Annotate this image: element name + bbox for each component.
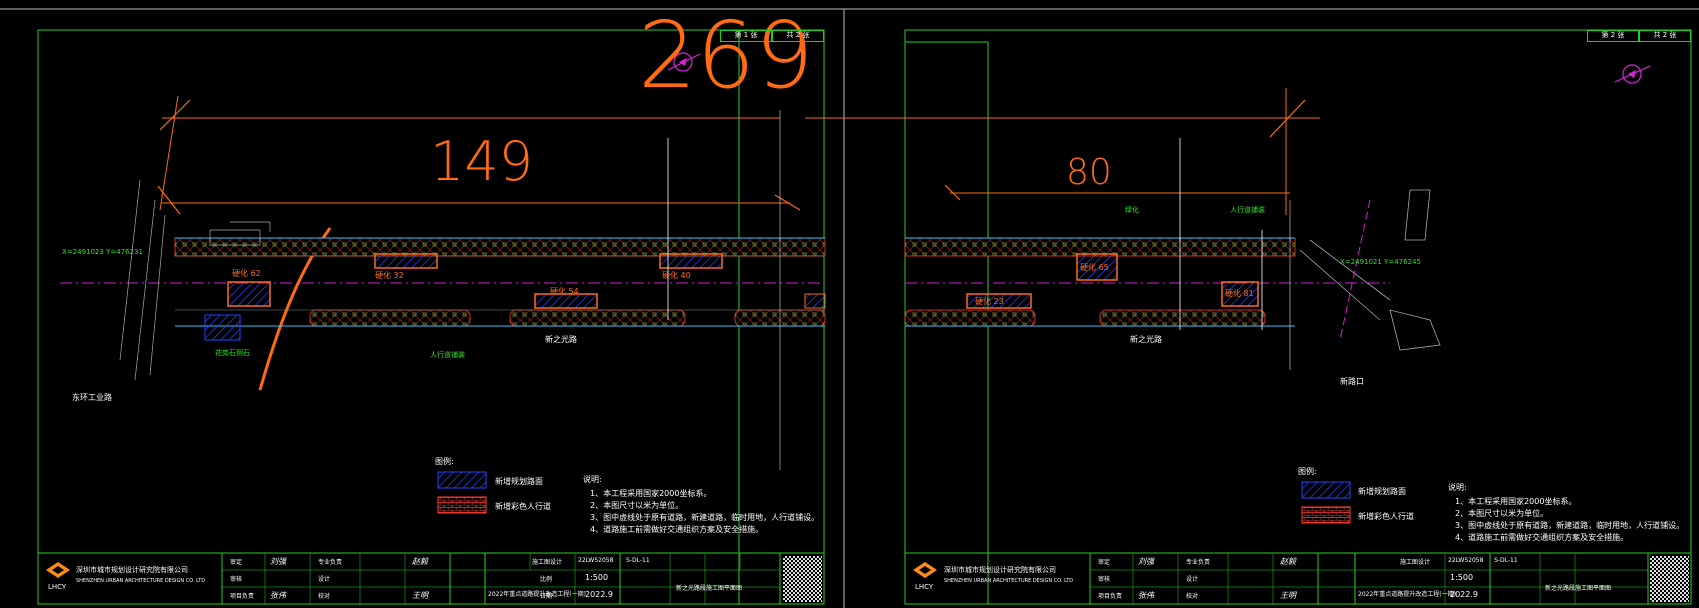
- role-label: 校对: [1186, 593, 1199, 600]
- legend-item: 新增彩色人行道: [495, 502, 551, 511]
- sheet-number: 第 1 张: [720, 30, 772, 42]
- plot-label: 硬化 23: [975, 297, 1004, 306]
- plot-label: 硬化 54: [550, 287, 579, 296]
- road-label: 东环工业路: [72, 393, 112, 402]
- sheet-2: [805, 29, 1692, 605]
- stage: 施工图设计: [1400, 559, 1431, 566]
- coordinate-label: X=2491021 Y=476245: [1340, 258, 1421, 266]
- project-name: 2022年重点道路提升改造工程(一期): [1358, 591, 1456, 598]
- project-name: 2022年重点道路提升改造工程(一期): [488, 591, 586, 598]
- sheet-total: 共 2 张: [772, 30, 824, 42]
- legend-title: 图例:: [1298, 467, 1317, 476]
- notes-title: 说明:: [1448, 483, 1467, 492]
- drawing-title: 新之光路段施工图平面图: [1545, 585, 1612, 592]
- sheet-number: 第 2 张: [1587, 30, 1639, 42]
- date-value: 2022.9: [1450, 590, 1478, 599]
- signature: 王明: [412, 591, 428, 600]
- note-line: 1、本工程采用国家2000坐标系。: [590, 489, 712, 498]
- legend-title: 图例:: [435, 457, 454, 466]
- road-label: 新路口: [1340, 377, 1364, 386]
- plot-label: 硬化 81: [1225, 289, 1254, 298]
- signature: 张伟: [1138, 591, 1154, 600]
- role-label: 审核: [230, 576, 243, 583]
- role-label: 专业负责: [1186, 559, 1211, 566]
- note-line: 3、图中虚线处于原有道路，新建道路，临时用地，人行道铺设。: [590, 513, 820, 522]
- company-name: 深圳市城市规划设计研究院有限公司: [76, 566, 188, 574]
- legend-brick-swatch: [437, 496, 487, 514]
- date-value: 2022.9: [585, 590, 613, 599]
- legend-item: 新增彩色人行道: [1358, 512, 1414, 521]
- dimension-269: 269: [638, 2, 814, 109]
- north-arrow-icon: [667, 52, 701, 72]
- role-label: 审定: [230, 559, 243, 566]
- north-arrow-icon: [1614, 64, 1651, 84]
- street-label: 新之光路: [1130, 335, 1162, 344]
- role-label: 设计: [318, 576, 331, 583]
- role-label: 项目负责: [230, 593, 255, 600]
- scale-label: 比例: [540, 576, 553, 583]
- date-label: 日期: [540, 593, 553, 600]
- role-label: 校对: [318, 593, 331, 600]
- signature: 刘强: [270, 557, 286, 566]
- dimension-80: 80: [1066, 152, 1112, 193]
- dimension-149: 149: [430, 130, 534, 193]
- logo-icon: [46, 562, 70, 578]
- scale-value: 1:500: [585, 573, 609, 582]
- role-label: 专业负责: [318, 559, 343, 566]
- signature: 赵毅: [1280, 557, 1296, 566]
- role-label: 设计: [1186, 576, 1199, 583]
- legend-hatch-swatch: [437, 471, 487, 489]
- logo-text: LHCY: [48, 583, 67, 591]
- annotation-label: 花岗石侧石: [215, 349, 250, 357]
- plot-label: 硬化 40: [662, 271, 691, 280]
- qr-code-icon: [1650, 556, 1689, 602]
- annotation-label: 人行道铺装: [430, 351, 465, 359]
- sheet-1: [37, 29, 826, 605]
- annotation-label: 人行道铺装: [1230, 206, 1265, 214]
- company-name-en: SHENZHEN URBAN ARCHITECTURE DESIGN CO. L…: [944, 578, 1074, 584]
- signature: 赵毅: [412, 557, 428, 566]
- qr-code-icon: [783, 556, 822, 602]
- legend-item: 新增规划路面: [495, 477, 543, 486]
- drawing-number: S-DL-11: [1494, 557, 1518, 564]
- note-line: 4、道路施工前需做好交通组织方案及安全措施。: [1455, 533, 1629, 542]
- street-label: 新之光路: [545, 335, 577, 344]
- notes-title: 说明:: [583, 475, 602, 484]
- plot-label: 硬化 65: [1080, 263, 1109, 272]
- signature: 王明: [1280, 591, 1296, 600]
- legend-item: 新增规划路面: [1358, 487, 1406, 496]
- design-number: 22LW52058: [578, 557, 614, 564]
- role-label: 审定: [1098, 559, 1111, 566]
- logo-text: LHCY: [915, 583, 934, 591]
- note-line: 1、本工程采用国家2000坐标系。: [1455, 497, 1577, 506]
- drawing-number: S-DL-11: [626, 557, 650, 564]
- logo-icon: [913, 562, 937, 578]
- signature: 刘强: [1138, 557, 1154, 566]
- company-name-en: SHENZHEN URBAN ARCHITECTURE DESIGN CO. L…: [76, 578, 206, 584]
- plot-label: 硬化 32: [375, 271, 404, 280]
- coordinate-label: X=2491023 Y=476231: [62, 248, 143, 256]
- note-line: 2、本图尺寸以米为单位。: [1455, 509, 1549, 518]
- role-label: 项目负责: [1098, 593, 1123, 600]
- design-number: 22LW52058: [1448, 557, 1484, 564]
- note-line: 4、道路施工前需做好交通组织方案及安全措施。: [590, 525, 764, 534]
- stage: 施工图设计: [532, 559, 563, 566]
- note-line: 2、本图尺寸以米为单位。: [590, 501, 684, 510]
- annotation-label: 绿化: [1125, 206, 1139, 214]
- company-name: 深圳市城市规划设计研究院有限公司: [944, 566, 1056, 574]
- plot-label: 硬化 62: [232, 269, 261, 278]
- drawing-title: 新之光路段施工图平面图: [676, 585, 743, 592]
- sheet-total: 共 2 张: [1639, 30, 1691, 42]
- role-label: 审核: [1098, 576, 1111, 583]
- note-line: 3、图中虚线处于原有道路，新建道路，临时用地，人行道铺设。: [1455, 521, 1685, 530]
- scale-value: 1:500: [1450, 573, 1474, 582]
- signature: 张伟: [270, 591, 286, 600]
